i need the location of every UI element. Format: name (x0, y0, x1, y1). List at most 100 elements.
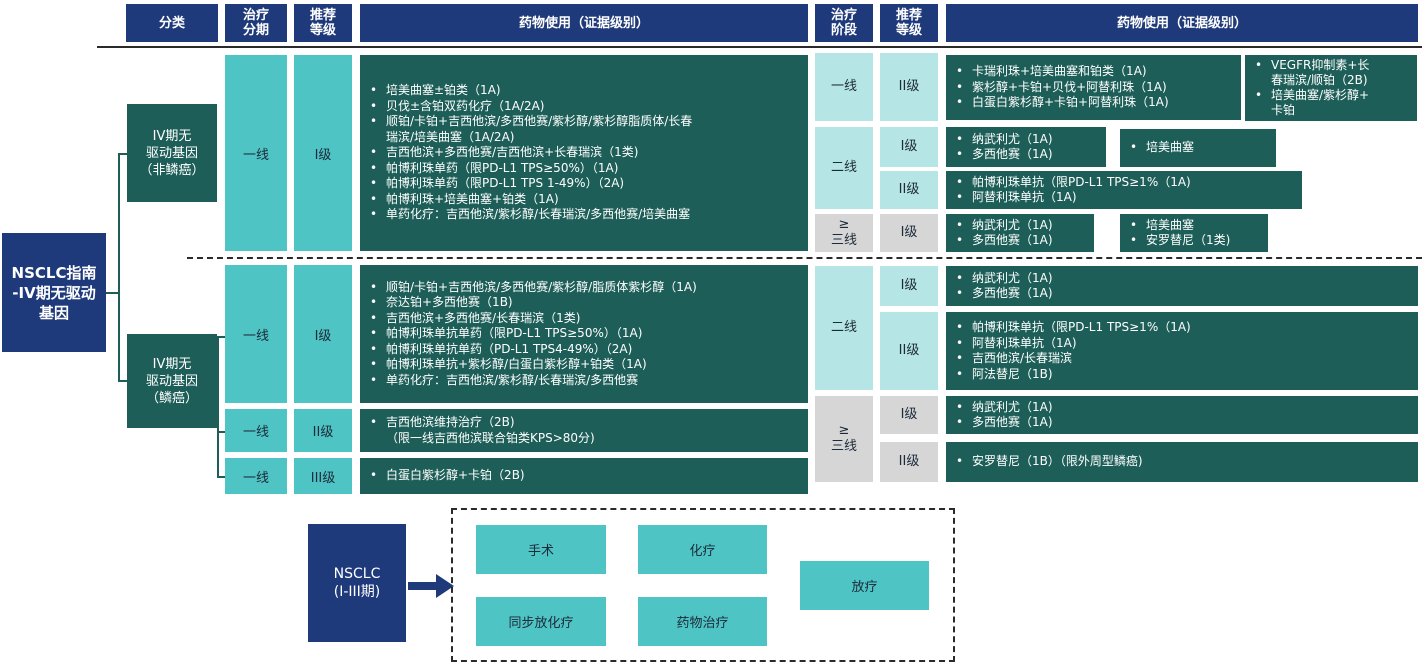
nonsquamous-grade: I级 (294, 55, 352, 251)
treatment-concurrent-chemoradio: 同步放化疗 (476, 597, 606, 646)
right-sq-second-drugs1: 纳武利尤（1A) 多西他赛（1A) (946, 266, 1418, 306)
category-squamous: IV期无 驱动基因 （鳞癌） (127, 334, 217, 428)
squamous-line-3: 一线 (225, 458, 287, 494)
drug-item: 阿替利珠单抗（1A) (954, 190, 1294, 206)
connector-squamous-lines (217, 336, 219, 478)
right-sq-third-stage: ≥ 三线 (815, 396, 873, 482)
right-nonsq-second-stage: 二线 (815, 127, 873, 209)
header-category: 分类 (126, 4, 218, 42)
right-nonsq-second-drugs2: 帕博利珠单抗（限PD-L1 TPS≥1%（1A) 阿替利珠单抗（1A) (946, 171, 1302, 209)
right-sq-second-grade1: I级 (880, 266, 938, 306)
nsclc-early-stage-node: NSCLC (I-III期) (308, 524, 406, 642)
drug-item: 吉西他滨/长春瑞滨 (954, 351, 1410, 367)
header-drug-usage-right: 药物使用（证据级别） (946, 4, 1418, 42)
right-sq-second-stage: 二线 (815, 266, 873, 390)
right-nonsq-third-stage: ≥ 三线 (815, 214, 873, 252)
drug-item: 安罗替尼（1B）（限外周型鳞癌) (954, 454, 1410, 470)
right-nonsq-first-drugs-a: 卡瑞利珠+培美曲塞和铂类（1A) 紫杉醇+卡铂+贝伐+阿替利珠（1A) 白蛋白紫… (946, 55, 1241, 120)
squamous-drug-panel-3: 白蛋白紫杉醇+卡铂（2B) (360, 458, 808, 494)
drug-item: 培美曲塞 (1128, 140, 1268, 156)
header-drug-usage: 药物使用（证据级别） (360, 4, 808, 42)
squamous-grade-2: II级 (294, 409, 352, 452)
right-nonsq-third-drugs-a: 纳武利尤（1A) 多西他赛（1A) (946, 214, 1094, 252)
drug-item: 紫杉醇+卡铂+贝伐+阿替利珠（1A) (954, 80, 1233, 96)
category-nonsquamous: IV期无 驱动基因 （非鳞癌） (127, 104, 217, 202)
drug-item: 多西他赛（1A) (954, 233, 1086, 249)
drug-item: 帕博利珠单抗（限PD-L1 TPS≥1%（1A) (954, 175, 1294, 191)
section-divider (187, 257, 1422, 259)
drug-item: VEGFR抑制素+长 (1253, 58, 1409, 73)
nonsquamous-drug-panel: 培美曲塞±铂类（1A) 贝伐±含铂双药化疗（1A/2A) 顺铂/卡铂+吉西他滨/… (360, 55, 808, 251)
squamous-line-2: 一线 (225, 409, 287, 452)
drug-item: 单药化疗：吉西他滨/紫杉醇/长春瑞滨/多西他赛 (368, 373, 800, 389)
right-nonsq-first-stage: 一线 (815, 53, 873, 121)
right-sq-third-drugs1: 纳武利尤（1A) 多西他赛（1A) (946, 396, 1418, 434)
right-nonsq-first-grade: II级 (880, 53, 938, 121)
drug-item: 顺铂/卡铂+吉西他滨/多西他赛/紫杉醇/脂质体紫杉醇（1A) (368, 280, 800, 296)
drug-item: 纳武利尤（1A) (954, 400, 1410, 416)
connector-vertical (118, 153, 120, 382)
squamous-drug-panel-1: 顺铂/卡铂+吉西他滨/多西他赛/紫杉醇/脂质体紫杉醇（1A) 奈达铂+多西他赛（… (360, 265, 808, 403)
drug-item: 帕博利珠+培美曲塞+铂类（1A) (368, 192, 800, 208)
right-nonsq-second-grade2: II级 (880, 171, 938, 209)
drug-item: 白蛋白紫杉醇+卡铂+阿替利珠（1A) (954, 95, 1233, 111)
drug-item: 培美曲塞 (1128, 218, 1260, 234)
drug-item-continuation: （限一线吉西他滨联合铂类KPS>80分) (386, 430, 595, 445)
nonsquamous-line: 一线 (225, 55, 287, 251)
header-underline (97, 46, 1422, 48)
drug-item: 卡瑞利珠+培美曲塞和铂类（1A) (954, 64, 1233, 80)
drug-item: 白蛋白紫杉醇+卡铂（2B) (368, 468, 800, 484)
squamous-line-1: 一线 (225, 265, 287, 403)
drug-item: 帕博利珠单抗单药（PD-L1 TPS4-49%）（2A) (368, 342, 800, 358)
right-sq-second-drugs2: 帕博利珠单抗（限PD-L1 TPS≥1%（1A) 阿替利珠单抗（1A) 吉西他滨… (946, 312, 1418, 390)
right-nonsq-second-drugs1-b: 培美曲塞 (1120, 129, 1276, 167)
drug-item: 帕博利珠单药（限PD-L1 TPS 1-49%）（2A) (368, 176, 800, 192)
arrow-right-icon (408, 574, 454, 598)
drug-item: 培美曲塞/紫杉醇+ (1253, 88, 1409, 103)
drug-item: 吉西他滨+多西他赛/吉西他滨+长春瑞滨（1类) (368, 145, 800, 161)
drug-item: 多西他赛（1A) (954, 147, 1098, 163)
drug-item: 多西他赛（1A) (954, 415, 1410, 431)
drug-item-continuation: 春瑞滨/顺铂（2B) (1271, 73, 1368, 87)
connector-squamous-line1 (217, 336, 225, 338)
drug-item-continuation: 瑞滨/培美曲塞（1A/2A) (386, 129, 515, 144)
drug-item: 奈达铂+多西他赛（1B) (368, 295, 800, 311)
squamous-grade-1: I级 (294, 265, 352, 403)
right-nonsq-first-drugs-b: VEGFR抑制素+长 春瑞滨/顺铂（2B) 培美曲塞/紫杉醇+ 卡铂 (1245, 55, 1417, 121)
drug-item: 纳武利尤（1A) (954, 271, 1410, 287)
drug-item: 纳武利尤（1A) (954, 218, 1086, 234)
treatment-options-frame (451, 508, 955, 662)
drug-item: 顺铂/卡铂+吉西他滨/多西他赛/紫杉醇/紫杉醇脂质体/长春 (368, 114, 800, 130)
connector-nonsquamous (118, 153, 127, 155)
right-nonsq-second-drugs1-a: 纳武利尤（1A) 多西他赛（1A) (946, 127, 1106, 167)
connector-squamous (118, 380, 127, 382)
header-recommend-grade-right: 推荐 等级 (880, 4, 938, 42)
treatment-drug-therapy: 药物治疗 (638, 597, 767, 646)
drug-item: 纳武利尤（1A) (954, 132, 1098, 148)
connector-squamous-line2 (217, 431, 225, 433)
drug-item: 吉西他滨维持治疗（2B) (368, 415, 800, 431)
right-sq-second-grade2: II级 (880, 312, 938, 390)
drug-item: 阿法替尼（1B) (954, 367, 1410, 383)
right-sq-third-grade2: II级 (880, 442, 938, 482)
connector-squamous-line3 (217, 476, 225, 478)
connector-root (106, 292, 118, 294)
drug-item-continuation: 卡铂 (1271, 103, 1296, 117)
drug-item: 帕博利珠单抗+紫杉醇/白蛋白紫杉醇+铂类（1A) (368, 357, 800, 373)
treatment-chemo: 化疗 (638, 525, 767, 574)
right-nonsq-second-grade1: I级 (880, 127, 938, 167)
drug-item: 单药化疗：吉西他滨/紫杉醇/长春瑞滨/多西他赛/培美曲塞 (368, 207, 800, 223)
drug-item: 贝伐±含铂双药化疗（1A/2A) (368, 99, 800, 115)
drug-item: 多西他赛（1A) (954, 286, 1410, 302)
drug-item: 阿替利珠单抗（1A) (954, 336, 1410, 352)
header-recommend-grade: 推荐 等级 (294, 4, 352, 42)
drug-item: 培美曲塞±铂类（1A) (368, 83, 800, 99)
header-treatment-stage: 治疗 阶段 (815, 4, 873, 42)
treatment-radiotherapy: 放疗 (800, 561, 929, 610)
squamous-grade-3: III级 (294, 458, 352, 494)
root-node: NSCLC指南 -IV期无驱动 基因 (2, 233, 106, 352)
right-sq-third-grade1: I级 (880, 396, 938, 434)
right-nonsq-third-drugs-b: 培美曲塞 安罗替尼（1类) (1120, 214, 1268, 252)
squamous-drug-panel-2: 吉西他滨维持治疗（2B) （限一线吉西他滨联合铂类KPS>80分) (360, 409, 808, 452)
header-treatment-phase: 治疗 分期 (225, 4, 287, 42)
